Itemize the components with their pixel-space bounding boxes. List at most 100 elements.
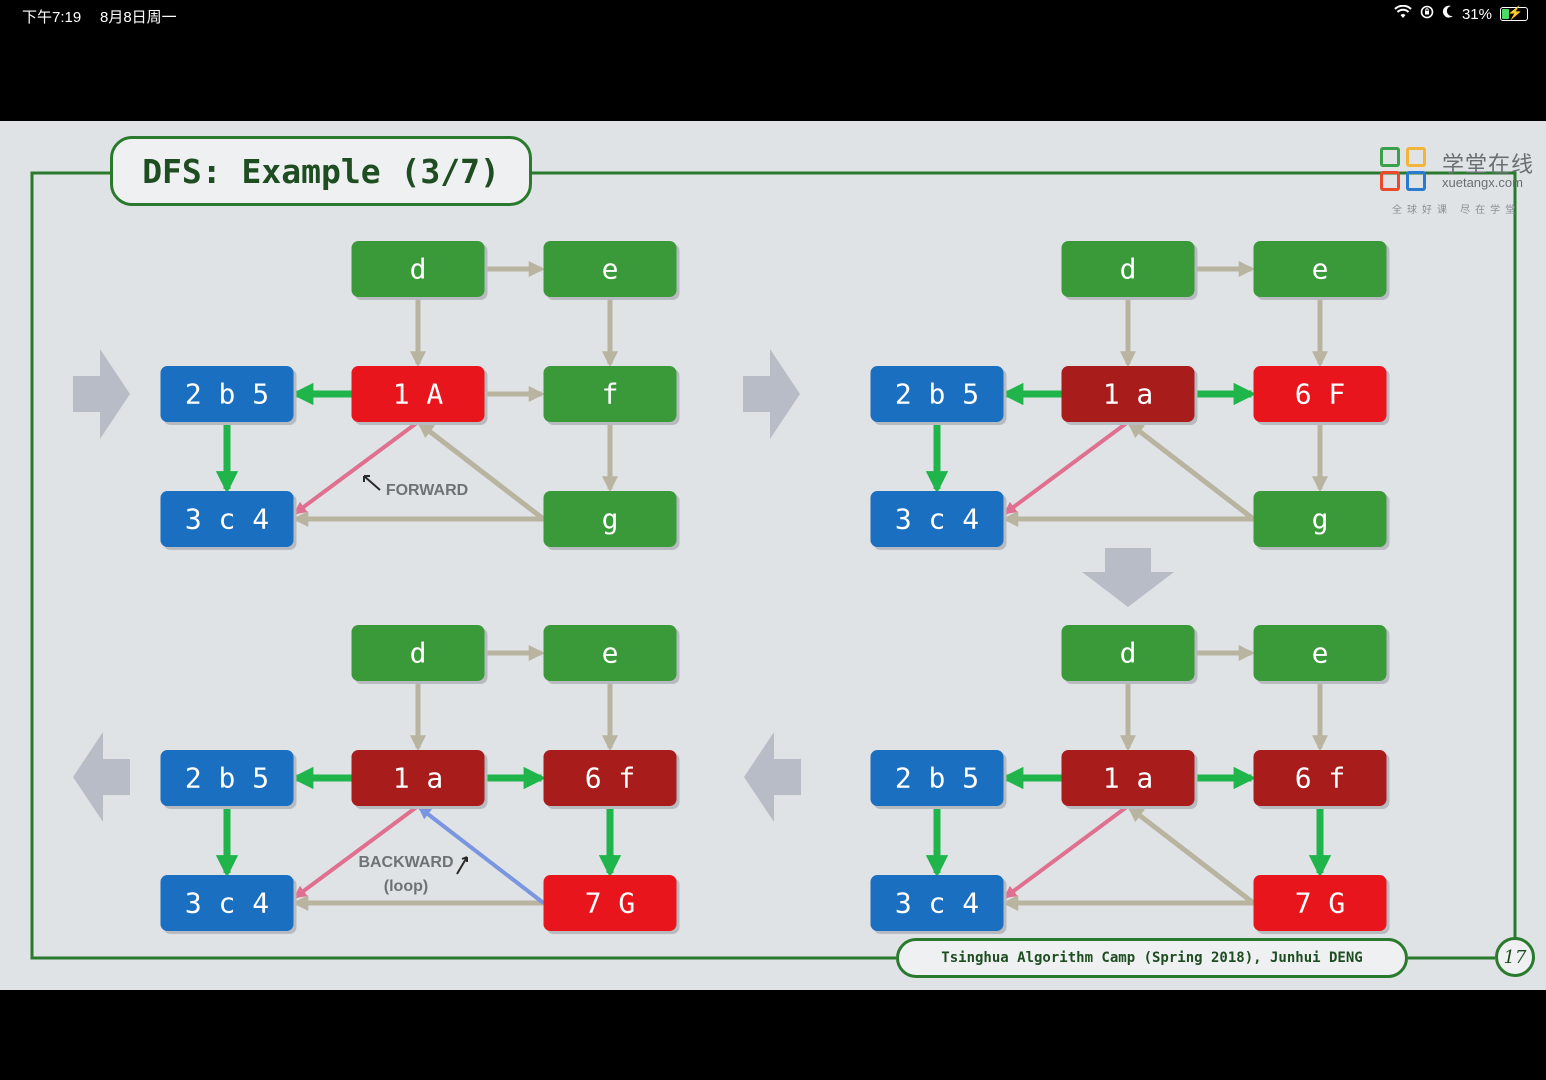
node-box xyxy=(543,241,677,297)
node-box xyxy=(1061,241,1195,297)
edge-a-c xyxy=(293,804,420,899)
node-b: 2 b 5 xyxy=(160,366,297,425)
node-label: 1 a xyxy=(1103,762,1154,795)
node-box xyxy=(870,875,1004,931)
node-g: g xyxy=(543,491,680,550)
node-label: 1 a xyxy=(393,762,444,795)
step-arrow-right-icon xyxy=(73,349,130,439)
node-label: 1 A xyxy=(393,378,444,411)
node-box xyxy=(543,491,677,547)
logo-mark-icon xyxy=(1380,145,1430,195)
loop-label: (loop) xyxy=(384,878,428,895)
node-box xyxy=(1253,491,1387,547)
edge-a-c xyxy=(1003,804,1130,899)
node-label: 3 c 4 xyxy=(895,503,979,536)
node-g: 7 G xyxy=(1253,875,1390,934)
status-date: 8月8日周一 xyxy=(100,9,177,26)
node-box xyxy=(870,491,1004,547)
node-box xyxy=(351,366,485,422)
node-f: 6 F xyxy=(1253,366,1390,425)
node-label: 2 b 5 xyxy=(185,762,269,795)
node-box xyxy=(351,241,485,297)
node-box xyxy=(351,750,485,806)
dfs-panel-top-right: d e 2 b 5 1 a 6 F 3 c 4 g xyxy=(870,241,1390,550)
node-label: d xyxy=(1120,637,1137,670)
dfs-diagram: d e 2 b 5 1 A f 3 c 4 g FORWARD d e 2 b 5 1 a 6 F 3 c… xyxy=(30,171,1535,960)
node-label: 7 G xyxy=(1295,887,1346,920)
node-label: d xyxy=(410,253,427,286)
node-e: e xyxy=(1253,241,1390,300)
battery-icon: ⚡ xyxy=(1500,5,1528,21)
node-c: 3 c 4 xyxy=(160,875,297,934)
slide-footer: Tsinghua Algorithm Camp (Spring 2018), J… xyxy=(896,938,1408,978)
node-box xyxy=(870,366,1004,422)
wifi-icon xyxy=(1394,4,1412,23)
node-label: e xyxy=(1312,637,1329,670)
node-d: d xyxy=(1061,241,1198,300)
edge-a-c xyxy=(1003,420,1130,515)
node-g: 7 G xyxy=(543,875,680,934)
edge-a-c xyxy=(293,420,420,515)
node-label: 1 a xyxy=(1103,378,1154,411)
node-label: 3 c 4 xyxy=(185,887,269,920)
battery-percent: 31% xyxy=(1461,5,1492,23)
node-b: 2 b 5 xyxy=(870,750,1007,809)
node-b: 2 b 5 xyxy=(870,366,1007,425)
node-f: 6 f xyxy=(1253,750,1390,809)
node-b: 2 b 5 xyxy=(160,750,297,809)
node-label: 2 b 5 xyxy=(895,378,979,411)
node-a: 1 a xyxy=(1061,750,1198,809)
node-c: 3 c 4 xyxy=(870,875,1007,934)
node-label: e xyxy=(602,637,619,670)
dfs-panel-bottom-right: d e 2 b 5 1 a 6 f 3 c 4 7 G xyxy=(870,625,1390,934)
node-label: 6 F xyxy=(1295,378,1346,411)
node-a: 1 a xyxy=(1061,366,1198,425)
forward-label: FORWARD xyxy=(386,482,468,499)
step-arrow-left-icon xyxy=(744,732,801,822)
node-label: d xyxy=(1120,253,1137,286)
node-box xyxy=(1253,750,1387,806)
battery-fill xyxy=(1502,9,1509,19)
edge-g-a xyxy=(1127,806,1256,905)
node-box xyxy=(160,366,294,422)
status-time: 下午7:19 xyxy=(22,9,82,26)
node-label: d xyxy=(410,637,427,670)
slide-title: DFS: Example (3/7) xyxy=(110,136,532,206)
node-label: g xyxy=(1312,503,1329,536)
edge-g-a xyxy=(417,422,546,521)
node-label: 6 f xyxy=(585,762,636,795)
page-number-text: 17 xyxy=(1503,946,1527,968)
moon-icon xyxy=(1442,5,1454,23)
node-label: e xyxy=(602,253,619,286)
slide: d e 2 b 5 1 A f 3 c 4 g FORWARD d e 2 b 5 1 a 6 F 3 c… xyxy=(0,121,1546,990)
status-right: 31% ⚡ xyxy=(1394,4,1528,23)
backward-label: BACKWARD xyxy=(358,854,453,871)
node-label: 2 b 5 xyxy=(185,378,269,411)
rotation-lock-icon xyxy=(1420,5,1434,23)
node-d: d xyxy=(351,241,488,300)
edge-g-a xyxy=(417,806,545,905)
logo-slogan: 全球好课 尽在学堂 xyxy=(1392,205,1521,216)
node-box xyxy=(543,875,677,931)
node-e: e xyxy=(543,241,680,300)
xuetangx-logo: 学堂在线 xuetangx.com 全球好课 尽在学堂 xyxy=(1380,145,1546,217)
node-box xyxy=(870,750,1004,806)
node-label: 7 G xyxy=(585,887,636,920)
node-label: f xyxy=(602,378,619,411)
node-box xyxy=(1061,366,1195,422)
pointer-arrow-icon xyxy=(363,475,381,491)
node-box xyxy=(543,625,677,681)
logo-name: 学堂在线 xyxy=(1442,153,1535,178)
dfs-panel-bottom-left: d e 2 b 5 1 a 6 f 3 c 4 7 G BACKWARD (loop) xyxy=(160,625,680,934)
node-box xyxy=(351,625,485,681)
node-label: e xyxy=(1312,253,1329,286)
node-box xyxy=(1253,241,1387,297)
footer-text: Tsinghua Algorithm Camp (Spring 2018), J… xyxy=(941,950,1363,966)
pointer-arrow-icon xyxy=(456,856,468,875)
node-label: g xyxy=(602,503,619,536)
page-number: 17 xyxy=(1495,937,1535,977)
node-e: e xyxy=(1253,625,1390,684)
edge-g-a xyxy=(1127,422,1256,521)
node-g: g xyxy=(1253,491,1390,550)
node-box xyxy=(1253,625,1387,681)
